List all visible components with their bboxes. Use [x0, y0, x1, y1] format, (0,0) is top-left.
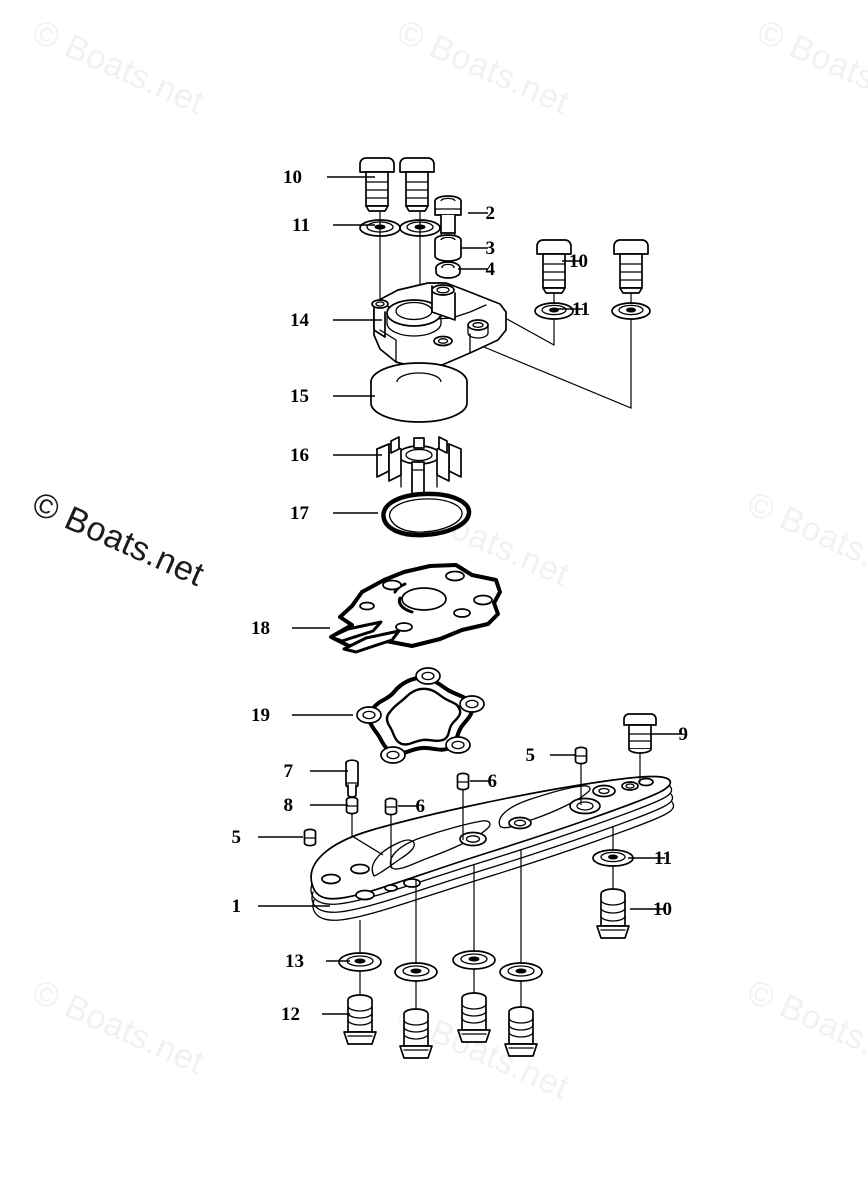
callout-number-7-8[interactable]: 7	[284, 761, 294, 782]
callout-number-11-14[interactable]: 11	[292, 215, 310, 236]
part-2-tube-fitting	[434, 195, 462, 241]
callout-number-6-7[interactable]: 6	[488, 771, 498, 792]
part-1-lower-unit-plate	[310, 775, 675, 921]
part-12-hex-bolt-row	[343, 992, 538, 1059]
callout-number-19-24[interactable]: 19	[251, 705, 270, 726]
callout-number-14-19[interactable]: 14	[290, 310, 310, 331]
part-5-small-dowel-pin-left	[303, 828, 317, 847]
callout-number-11-16[interactable]: 11	[654, 848, 672, 869]
part-9-hex-bolt-short	[623, 713, 657, 782]
watermark-3: © Boats.net	[752, 13, 868, 122]
part-10-hex-bolt-lower-right	[596, 866, 630, 939]
part-19-pump-base-gasket	[356, 667, 485, 764]
part-10-hex-bolt-upper-left	[359, 157, 435, 212]
watermark-7: © Boats.net	[27, 973, 210, 1082]
part-11-washer-upper-right	[534, 293, 651, 320]
callout-number-3-2[interactable]: 3	[486, 238, 496, 259]
part-7-long-dowel-pin	[345, 759, 359, 798]
part-6-dowel-pin-right	[456, 772, 470, 840]
part-4-seal-ring	[435, 261, 461, 279]
watermark-9: © Boats.net	[742, 973, 868, 1082]
callout-number-10-12[interactable]: 10	[569, 251, 588, 272]
callout-number-16-21[interactable]: 16	[290, 445, 309, 466]
part-13-washer-row	[338, 950, 543, 982]
callout-number-17-22[interactable]: 17	[290, 503, 310, 524]
callout-number-5-4[interactable]: 5	[232, 827, 242, 848]
callout-number-4-3[interactable]: 4	[486, 259, 496, 280]
part-10-hex-bolt-upper-right	[536, 239, 649, 294]
part-18-impeller-plate	[329, 563, 502, 654]
watermark-4: © Boats.net	[27, 485, 210, 594]
part-15-pump-insert-cup	[370, 362, 468, 423]
part-8-short-dowel-pin	[345, 796, 384, 856]
bottom-assembly-axis-lines	[359, 849, 522, 1010]
callout-number-6-6[interactable]: 6	[416, 796, 426, 817]
part-5-small-dowel-pin-right	[574, 746, 588, 805]
watermark-2: © Boats.net	[392, 13, 575, 122]
callout-number-1-0[interactable]: 1	[232, 896, 242, 917]
callout-number-13-18[interactable]: 13	[285, 951, 304, 972]
watermark-layer: © Boats.net © Boats.net © Boats.net © Boats…	[27, 13, 868, 1107]
callout-number-10-13[interactable]: 10	[653, 899, 672, 920]
callout-number-5-5[interactable]: 5	[526, 745, 536, 766]
part-11-washer-upper-left	[359, 219, 441, 237]
callout-number-8-9[interactable]: 8	[284, 795, 294, 816]
watermark-6: © Boats.net	[742, 485, 868, 594]
callout-number-9-10[interactable]: 9	[679, 724, 689, 745]
part-14-water-pump-housing	[371, 282, 507, 369]
watermark-1: © Boats.net	[27, 13, 210, 122]
part-6-dowel-pin-left	[384, 797, 398, 868]
part-16-impeller	[376, 436, 462, 495]
callout-number-2-1[interactable]: 2	[486, 203, 496, 224]
part-3-grommet-sleeve	[434, 234, 462, 262]
callout-number-12-17[interactable]: 12	[281, 1004, 300, 1025]
callout-number-15-20[interactable]: 15	[290, 386, 309, 407]
callout-number-18-23[interactable]: 18	[251, 618, 270, 639]
part-17-o-ring-gasket	[381, 491, 472, 538]
callout-number-11-15[interactable]: 11	[572, 299, 590, 320]
callout-number-10-11[interactable]: 10	[283, 167, 302, 188]
